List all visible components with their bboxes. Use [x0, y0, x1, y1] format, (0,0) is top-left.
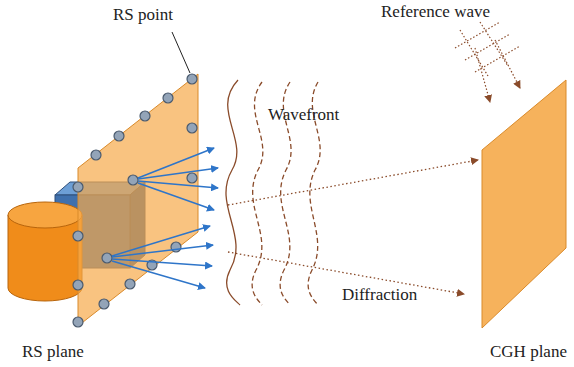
callout-label: Reference wave: [381, 3, 490, 22]
cylinder: [8, 202, 82, 301]
reference-wave: [455, 22, 520, 102]
cgh-plane: [482, 80, 566, 328]
callout-label: Wavefront: [268, 106, 339, 125]
leader-line: [172, 32, 190, 73]
rs-points: [73, 74, 197, 327]
diffraction-ray: [228, 160, 478, 294]
part-label: CGH plane: [490, 343, 567, 362]
part-label: RS plane: [22, 343, 84, 362]
callout-label: Diffraction: [342, 286, 417, 305]
rs-plane: [78, 74, 198, 326]
callout-label: RS point: [113, 6, 173, 25]
ray-fan: [112, 148, 218, 288]
